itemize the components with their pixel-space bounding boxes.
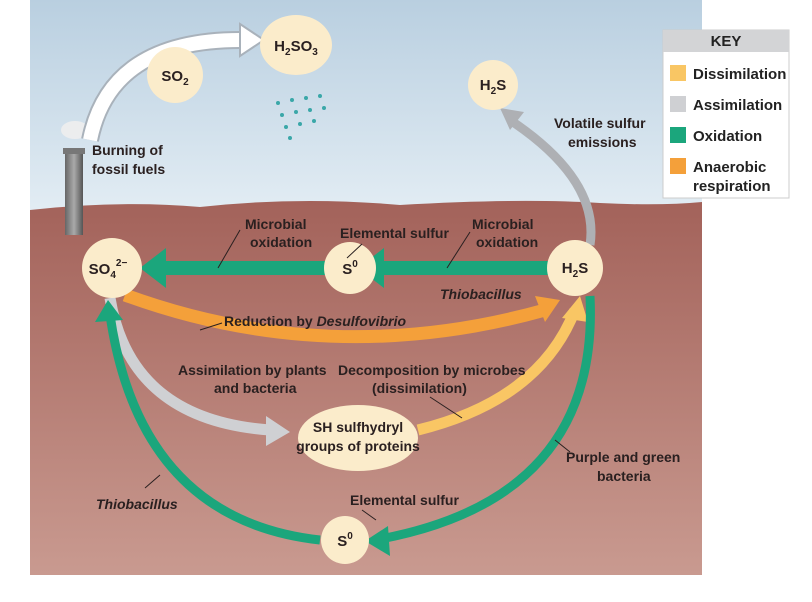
label-burning: Burning of bbox=[92, 142, 163, 158]
oxidation-arrow-purple-green bbox=[374, 295, 595, 545]
label-microbial-right: Microbial bbox=[472, 216, 533, 232]
key-swatch-assimilation bbox=[670, 96, 686, 112]
key-swatch-anaerobic bbox=[670, 158, 686, 174]
dissimilation-arrow bbox=[416, 308, 581, 436]
svg-text:oxidation: oxidation bbox=[250, 234, 312, 250]
node-sh-groups: SH sulfhydryl groups of proteins bbox=[296, 405, 420, 471]
svg-text:respiration: respiration bbox=[693, 178, 771, 195]
reduction-arrow bbox=[122, 288, 547, 344]
label-microbial-left: Microbial bbox=[245, 216, 306, 232]
legend-key: KEY Dissimilation Assimilation Oxidation… bbox=[662, 29, 790, 199]
svg-text:H2SO3: H2SO3 bbox=[274, 38, 318, 58]
assimilation-arrow bbox=[104, 297, 271, 436]
node-s0-bottom: S0 bbox=[321, 516, 369, 564]
node-h2so3: H2SO3 bbox=[260, 15, 332, 75]
label-elemental-mid: Elemental sulfur bbox=[340, 225, 449, 241]
key-label-dissimilation: Dissimilation bbox=[693, 66, 786, 83]
rain-drops-icon bbox=[276, 94, 326, 140]
svg-text:(dissimilation): (dissimilation) bbox=[372, 380, 467, 396]
key-title: KEY bbox=[711, 33, 742, 50]
svg-text:H2S: H2S bbox=[562, 260, 588, 280]
label-assimilation: Assimilation by plants bbox=[178, 362, 327, 378]
label-volatile: Volatile sulfur bbox=[554, 115, 646, 131]
label-elemental-bottom: Elemental sulfur bbox=[350, 492, 459, 508]
svg-text:S0: S0 bbox=[337, 531, 353, 550]
node-so4: SO42− bbox=[82, 238, 142, 298]
svg-text:SO2: SO2 bbox=[161, 68, 189, 88]
label-reduction: Reduction by Desulfovibrio bbox=[224, 313, 406, 329]
key-label-assimilation: Assimilation bbox=[693, 97, 782, 114]
node-h2s-air: H2S bbox=[468, 60, 518, 110]
svg-text:SH sulfhydryl: SH sulfhydryl bbox=[313, 419, 403, 435]
sky-background bbox=[30, 0, 702, 215]
svg-text:SO42−: SO42− bbox=[89, 258, 128, 281]
label-thiobacillus-top: Thiobacillus bbox=[440, 286, 522, 302]
key-swatch-oxidation bbox=[670, 127, 686, 143]
svg-text:emissions: emissions bbox=[568, 134, 637, 150]
svg-text:S0: S0 bbox=[342, 259, 358, 278]
node-s0-middle: S0 bbox=[324, 242, 376, 294]
label-decomposition: Decomposition by microbes bbox=[338, 362, 526, 378]
svg-text:groups of proteins: groups of proteins bbox=[296, 438, 420, 454]
oxidation-arrow-h2s-to-s0 bbox=[378, 261, 553, 275]
oxidation-arrow-s0-to-so4 bbox=[160, 261, 325, 275]
svg-text:and bacteria: and bacteria bbox=[214, 380, 297, 396]
key-label-anaerobic: Anaerobic bbox=[693, 159, 766, 176]
volatile-emission-arrow bbox=[507, 116, 596, 246]
key-label-oxidation: Oxidation bbox=[693, 128, 762, 145]
node-so2: SO2 bbox=[147, 47, 203, 103]
node-h2s-soil: H2S bbox=[547, 240, 603, 296]
label-thiobacillus-bottom: Thiobacillus bbox=[96, 496, 178, 512]
svg-text:oxidation: oxidation bbox=[476, 234, 538, 250]
label-purple-green: Purple and green bbox=[566, 449, 680, 465]
oxidation-arrow-thiobacillus bbox=[105, 314, 321, 545]
svg-text:fossil fuels: fossil fuels bbox=[92, 161, 165, 177]
soil-background bbox=[30, 200, 702, 575]
emission-arrowhead bbox=[239, 22, 266, 58]
svg-text:H2S: H2S bbox=[480, 77, 506, 97]
key-swatch-dissimilation bbox=[670, 65, 686, 81]
svg-text:bacteria: bacteria bbox=[597, 468, 651, 484]
